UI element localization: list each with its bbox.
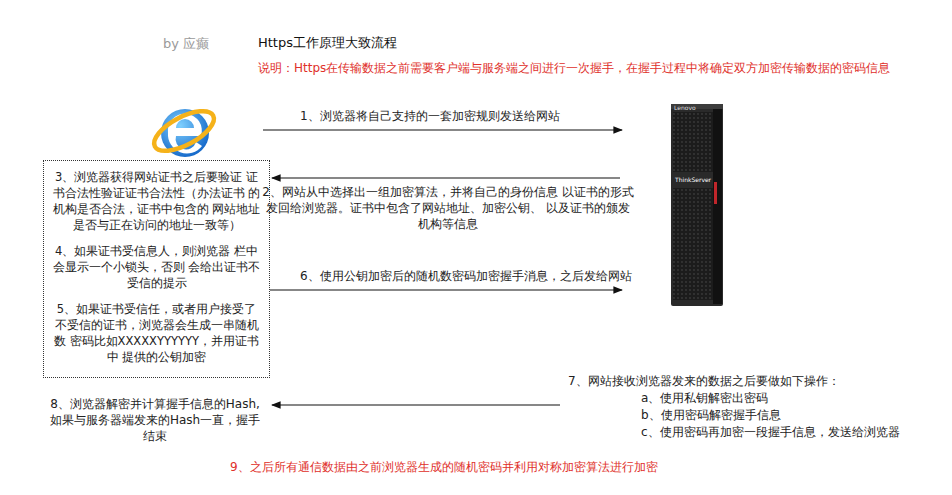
browser-icon <box>148 103 219 159</box>
arrow-2 <box>272 177 620 178</box>
arrow-6 <box>270 289 622 290</box>
brand-text: Lenovo <box>674 104 696 112</box>
step-label: 7、网站接收浏览器发来的数据之后要做如下操作： <box>568 373 840 389</box>
brand-text: ThinkServer <box>675 176 711 184</box>
arrow-1 <box>263 129 622 130</box>
step-item: a、使用私钥解密出密码 <box>641 390 768 406</box>
red-note: 说明：Https在传输数据之前需要客户端与服务端之间进行一次握手，在握手过程中将… <box>258 60 890 76</box>
step-label: 2、网站从中选择出一组加密算法，并将自己的身份信息 以证书的形式发回给浏览器。证… <box>262 184 634 232</box>
step-item: b、使用密码解密握手信息 <box>641 407 781 423</box>
step-label: 6、使用公钥加密后的随机数密码加密握手消息，之后发给网站 <box>300 268 632 284</box>
step-label: 8、浏览器解密并计算握手信息的Hash, 如果与服务器端发来的Hash一直，握手… <box>44 396 266 444</box>
author-note: by 应癫 <box>163 36 209 52</box>
step-text: 3、浏览器获得网站证书之后要验证 证书合法性验证证书合法性（办法证书 的机构是否… <box>50 169 263 233</box>
step-label: 1、浏览器将自己支持的一套加密规则发送给网站 <box>300 108 560 124</box>
red-note: 9、之后所有通信数据由之前浏览器生成的随机密码并利用对称加密算法进行加密 <box>230 459 658 475</box>
step-item: c、使用密码再加密一段握手信息，发送给浏览器 <box>641 424 900 440</box>
server-tower <box>671 104 723 306</box>
dotted-box: 3、浏览器获得网站证书之后要验证 证书合法性验证证书合法性（办法证书 的机构是否… <box>43 160 270 378</box>
step-text: 5、如果证书受信任，或者用户接受了 不受信的证书，浏览器会生成一串随机数 密码比… <box>50 301 263 365</box>
step-text: 4、如果证书受信息人，则浏览器 栏中会显示一个小锁头，否则 会给出证书不受信的提… <box>50 243 263 291</box>
diagram-title: Https工作原理大致流程 <box>258 35 397 51</box>
arrow-8 <box>272 404 560 405</box>
